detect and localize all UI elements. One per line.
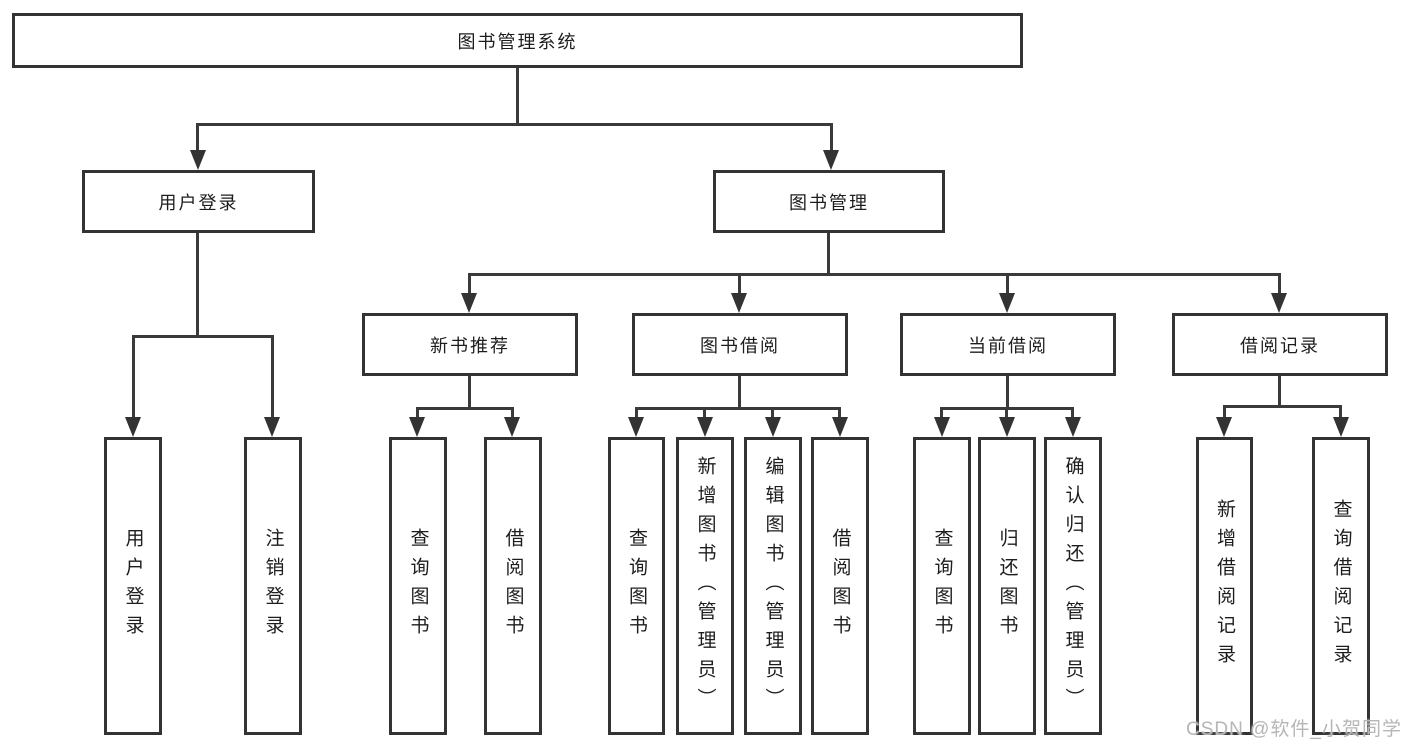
arrow-down-icon	[125, 417, 141, 437]
connector-line	[838, 407, 841, 421]
leaf-newbook-query-books: 查询图书	[389, 437, 447, 735]
leaf-records-query-record: 查询借阅记录	[1312, 437, 1370, 735]
arrow-down-icon	[823, 150, 839, 170]
leaf-user-login: 用户登录	[104, 437, 162, 735]
arrow-down-icon	[832, 417, 848, 437]
arrow-down-icon	[1271, 293, 1287, 313]
leaf-borrowing-add-books-admin: 新增图书（管理员）	[676, 437, 734, 735]
connector-line	[196, 123, 199, 153]
arrow-down-icon	[1065, 417, 1081, 437]
node-current-borrowing: 当前借阅	[900, 313, 1116, 376]
leaf-borrowing-edit-books-admin: 编辑图书（管理员）	[744, 437, 802, 735]
leaf-current-return-books: 归还图书	[978, 437, 1036, 735]
csdn-watermark: CSDN @软件_小贺同学	[1186, 719, 1402, 740]
arrow-down-icon	[1216, 417, 1232, 437]
arrow-down-icon	[264, 417, 280, 437]
connector-line	[468, 273, 1281, 276]
node-library-system: 图书管理系统	[12, 13, 1023, 68]
node-new-book-recommend: 新书推荐	[362, 313, 578, 376]
arrow-down-icon	[999, 417, 1015, 437]
leaf-logout: 注销登录	[244, 437, 302, 735]
arrow-down-icon	[697, 417, 713, 437]
leaf-records-add-record: 新增借阅记录	[1196, 437, 1253, 735]
connector-line	[196, 123, 833, 126]
node-user-login: 用户登录	[82, 170, 315, 233]
connector-line	[1006, 376, 1009, 407]
arrow-down-icon	[999, 293, 1015, 313]
arrow-down-icon	[409, 417, 425, 437]
connector-line	[416, 407, 514, 410]
connector-line	[271, 335, 274, 421]
connector-line	[132, 335, 135, 421]
node-borrowing-records: 借阅记录	[1172, 313, 1388, 376]
connector-line	[940, 407, 943, 421]
connector-line	[1006, 273, 1009, 297]
connector-line	[703, 407, 706, 421]
arrow-down-icon	[731, 293, 747, 313]
arrow-down-icon	[461, 293, 477, 313]
node-book-borrowing: 图书借阅	[632, 313, 848, 376]
connector-line	[830, 123, 833, 153]
connector-line	[416, 407, 419, 421]
connector-line	[132, 335, 274, 338]
connector-line	[196, 233, 199, 335]
connector-line	[1223, 405, 1226, 421]
connector-line	[1005, 407, 1008, 421]
leaf-borrowing-query-books: 查询图书	[608, 437, 665, 735]
connector-line	[468, 273, 471, 297]
connector-line	[468, 376, 471, 407]
arrow-down-icon	[190, 150, 206, 170]
arrow-down-icon	[1333, 417, 1349, 437]
connector-line	[1278, 273, 1281, 297]
connector-line	[516, 68, 519, 123]
connector-line	[771, 407, 774, 421]
arrow-down-icon	[504, 417, 520, 437]
leaf-current-query-books: 查询图书	[913, 437, 971, 735]
connector-line	[738, 273, 741, 297]
arrow-down-icon	[934, 417, 950, 437]
connector-line	[1278, 376, 1281, 405]
connector-line	[635, 407, 841, 410]
arrow-down-icon	[628, 417, 644, 437]
arrow-down-icon	[765, 417, 781, 437]
connector-line	[1071, 407, 1074, 421]
leaf-borrowing-borrow-books: 借阅图书	[811, 437, 869, 735]
connector-line	[1339, 405, 1342, 421]
connector-line	[511, 407, 514, 421]
leaf-newbook-borrow-books: 借阅图书	[484, 437, 542, 735]
node-book-management: 图书管理	[713, 170, 945, 233]
leaf-current-confirm-return-admin: 确认归还（管理员）	[1044, 437, 1102, 735]
connector-line	[635, 407, 638, 421]
connector-line	[738, 376, 741, 407]
connector-line	[1223, 405, 1342, 408]
connector-line	[827, 233, 830, 273]
